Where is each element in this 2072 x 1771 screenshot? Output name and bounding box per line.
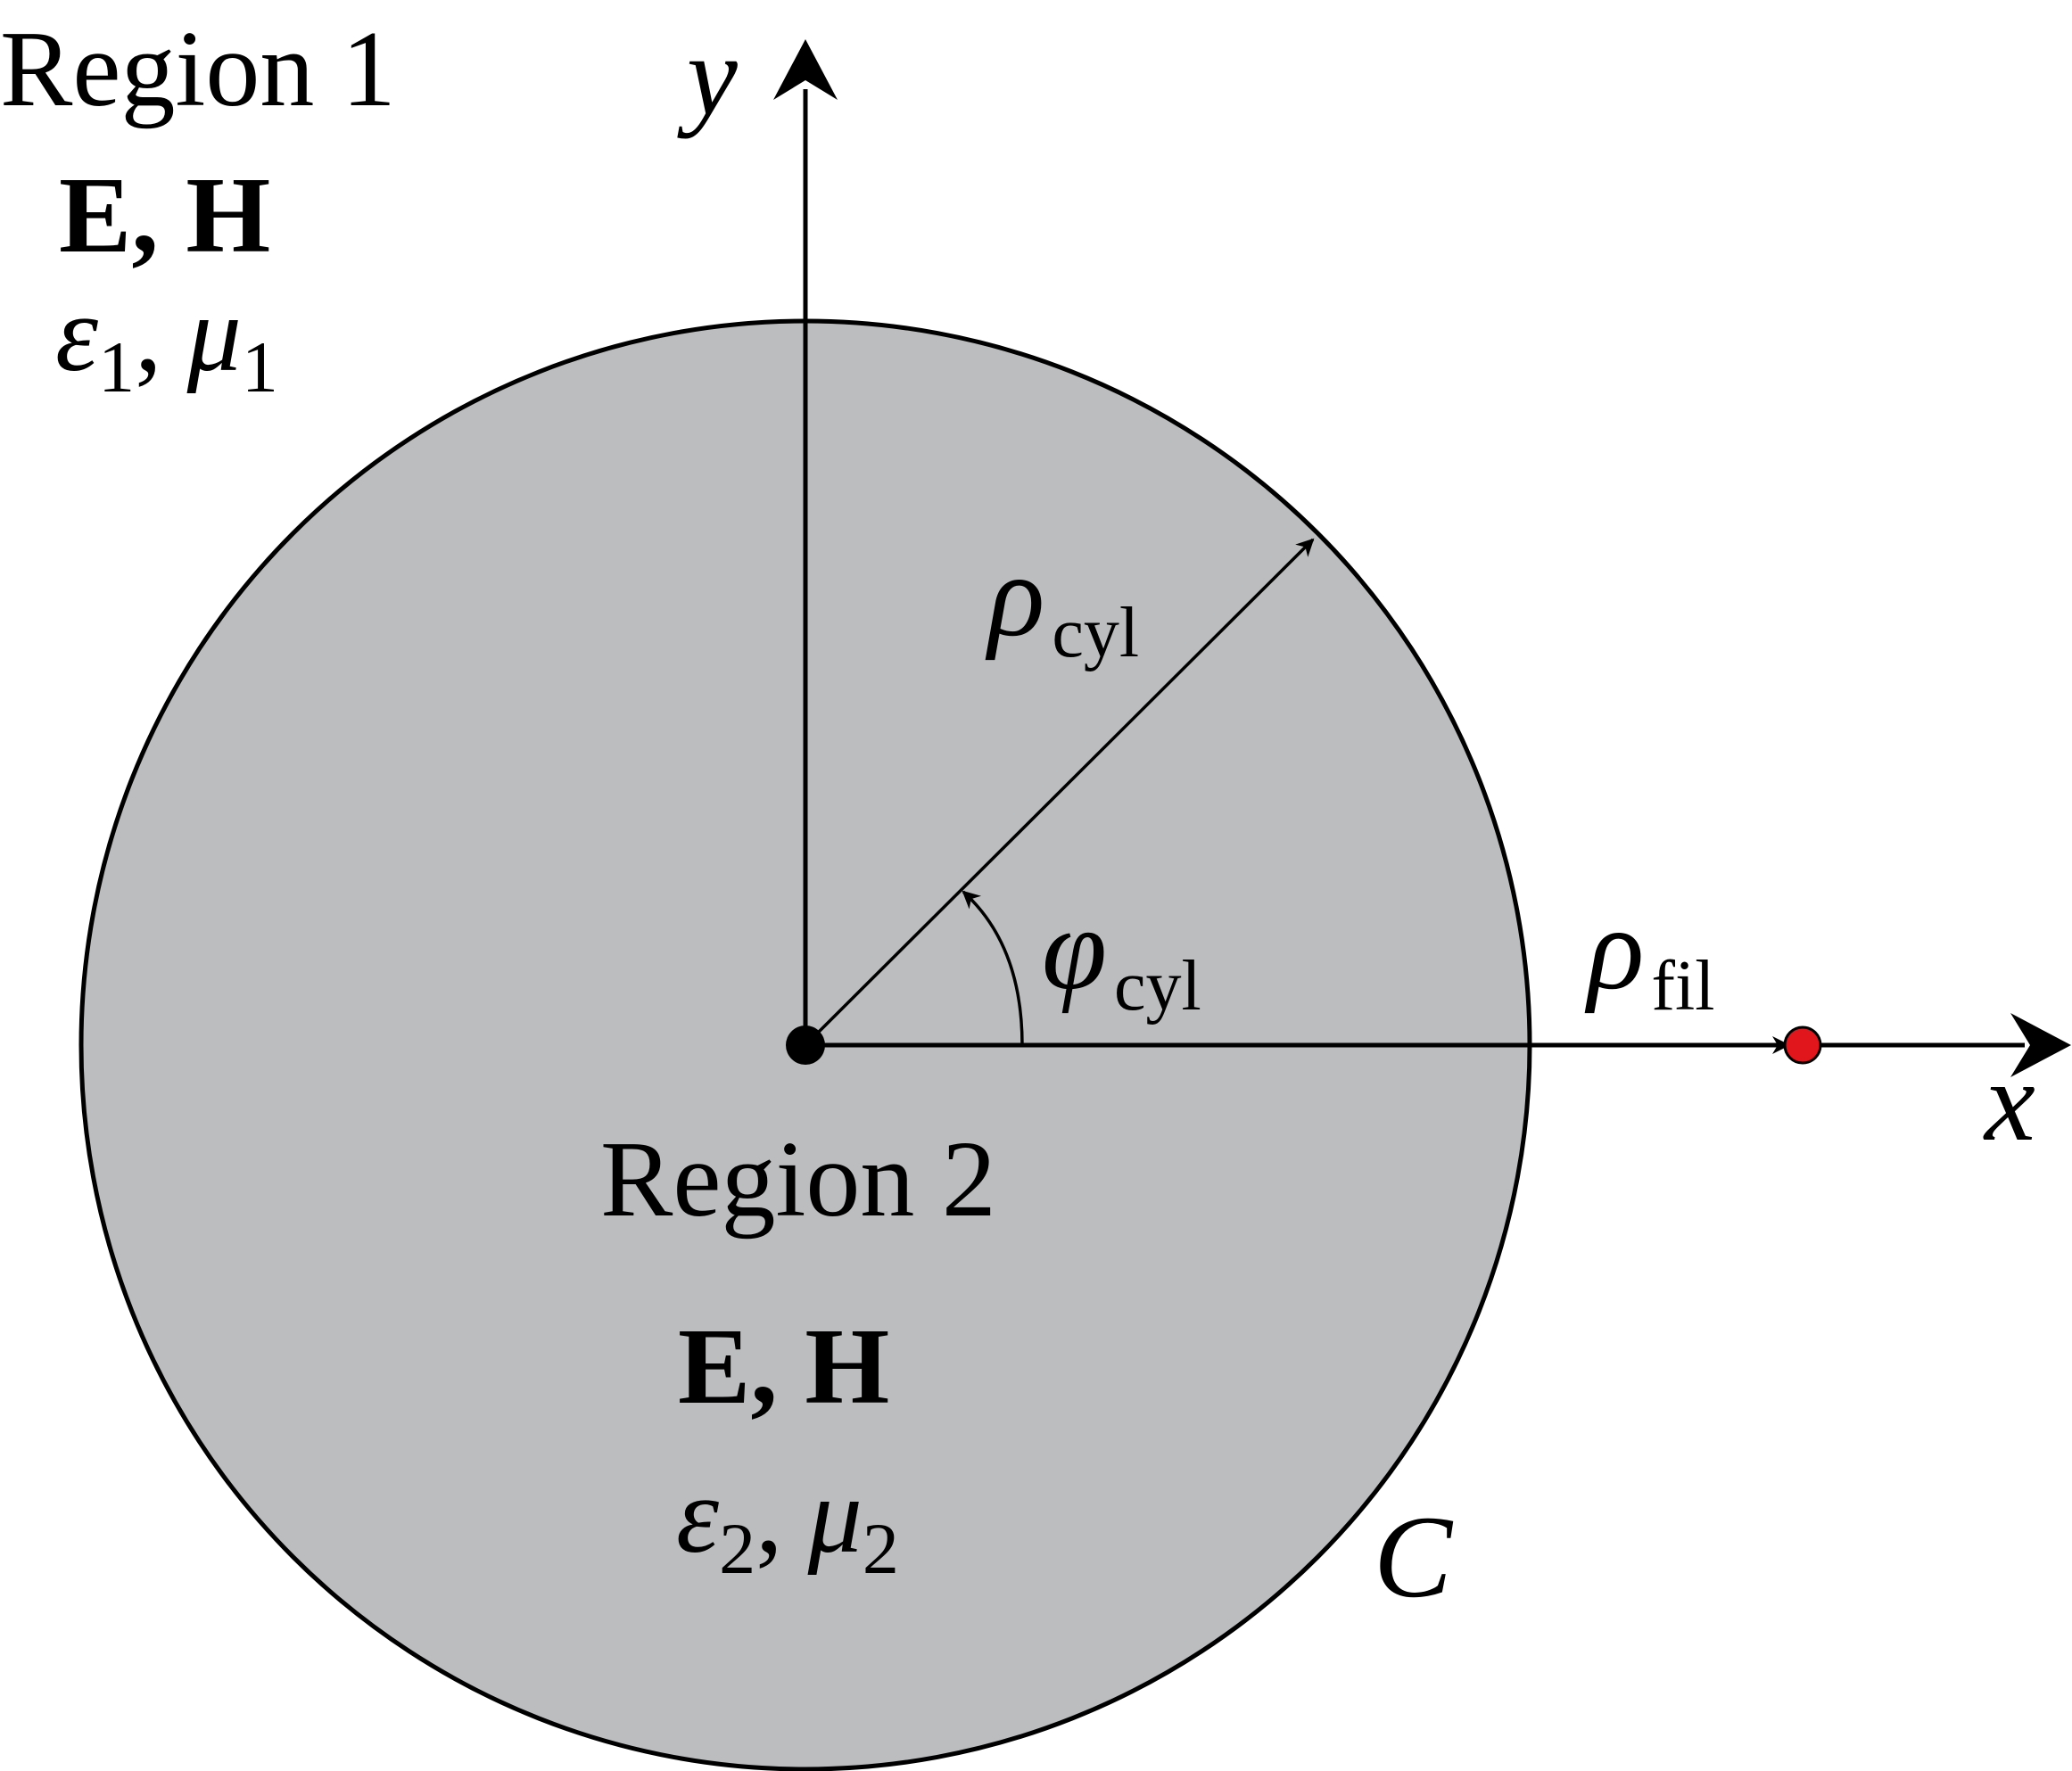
y-axis-arrowhead bbox=[773, 39, 838, 100]
region2-title: Region 2 bbox=[600, 1119, 996, 1240]
x-axis-arrowhead bbox=[2010, 1013, 2071, 1077]
region1-fields: E, H bbox=[59, 155, 270, 276]
region1-title: Region 1 bbox=[0, 9, 396, 129]
angle-arc bbox=[962, 890, 1024, 1046]
region1-material-params: ε1,μ1 bbox=[55, 274, 278, 408]
region2-fields: E, H bbox=[678, 1306, 889, 1427]
x-axis-label: x bbox=[1983, 1038, 2035, 1165]
radius-vector bbox=[804, 538, 1315, 1047]
region2-material-params: ε2,μ2 bbox=[676, 1455, 899, 1589]
origin-dot bbox=[786, 1026, 825, 1065]
filament-source bbox=[1783, 1026, 1822, 1065]
contour-label: C bbox=[1374, 1491, 1454, 1622]
y-axis-label: y bbox=[677, 12, 738, 139]
